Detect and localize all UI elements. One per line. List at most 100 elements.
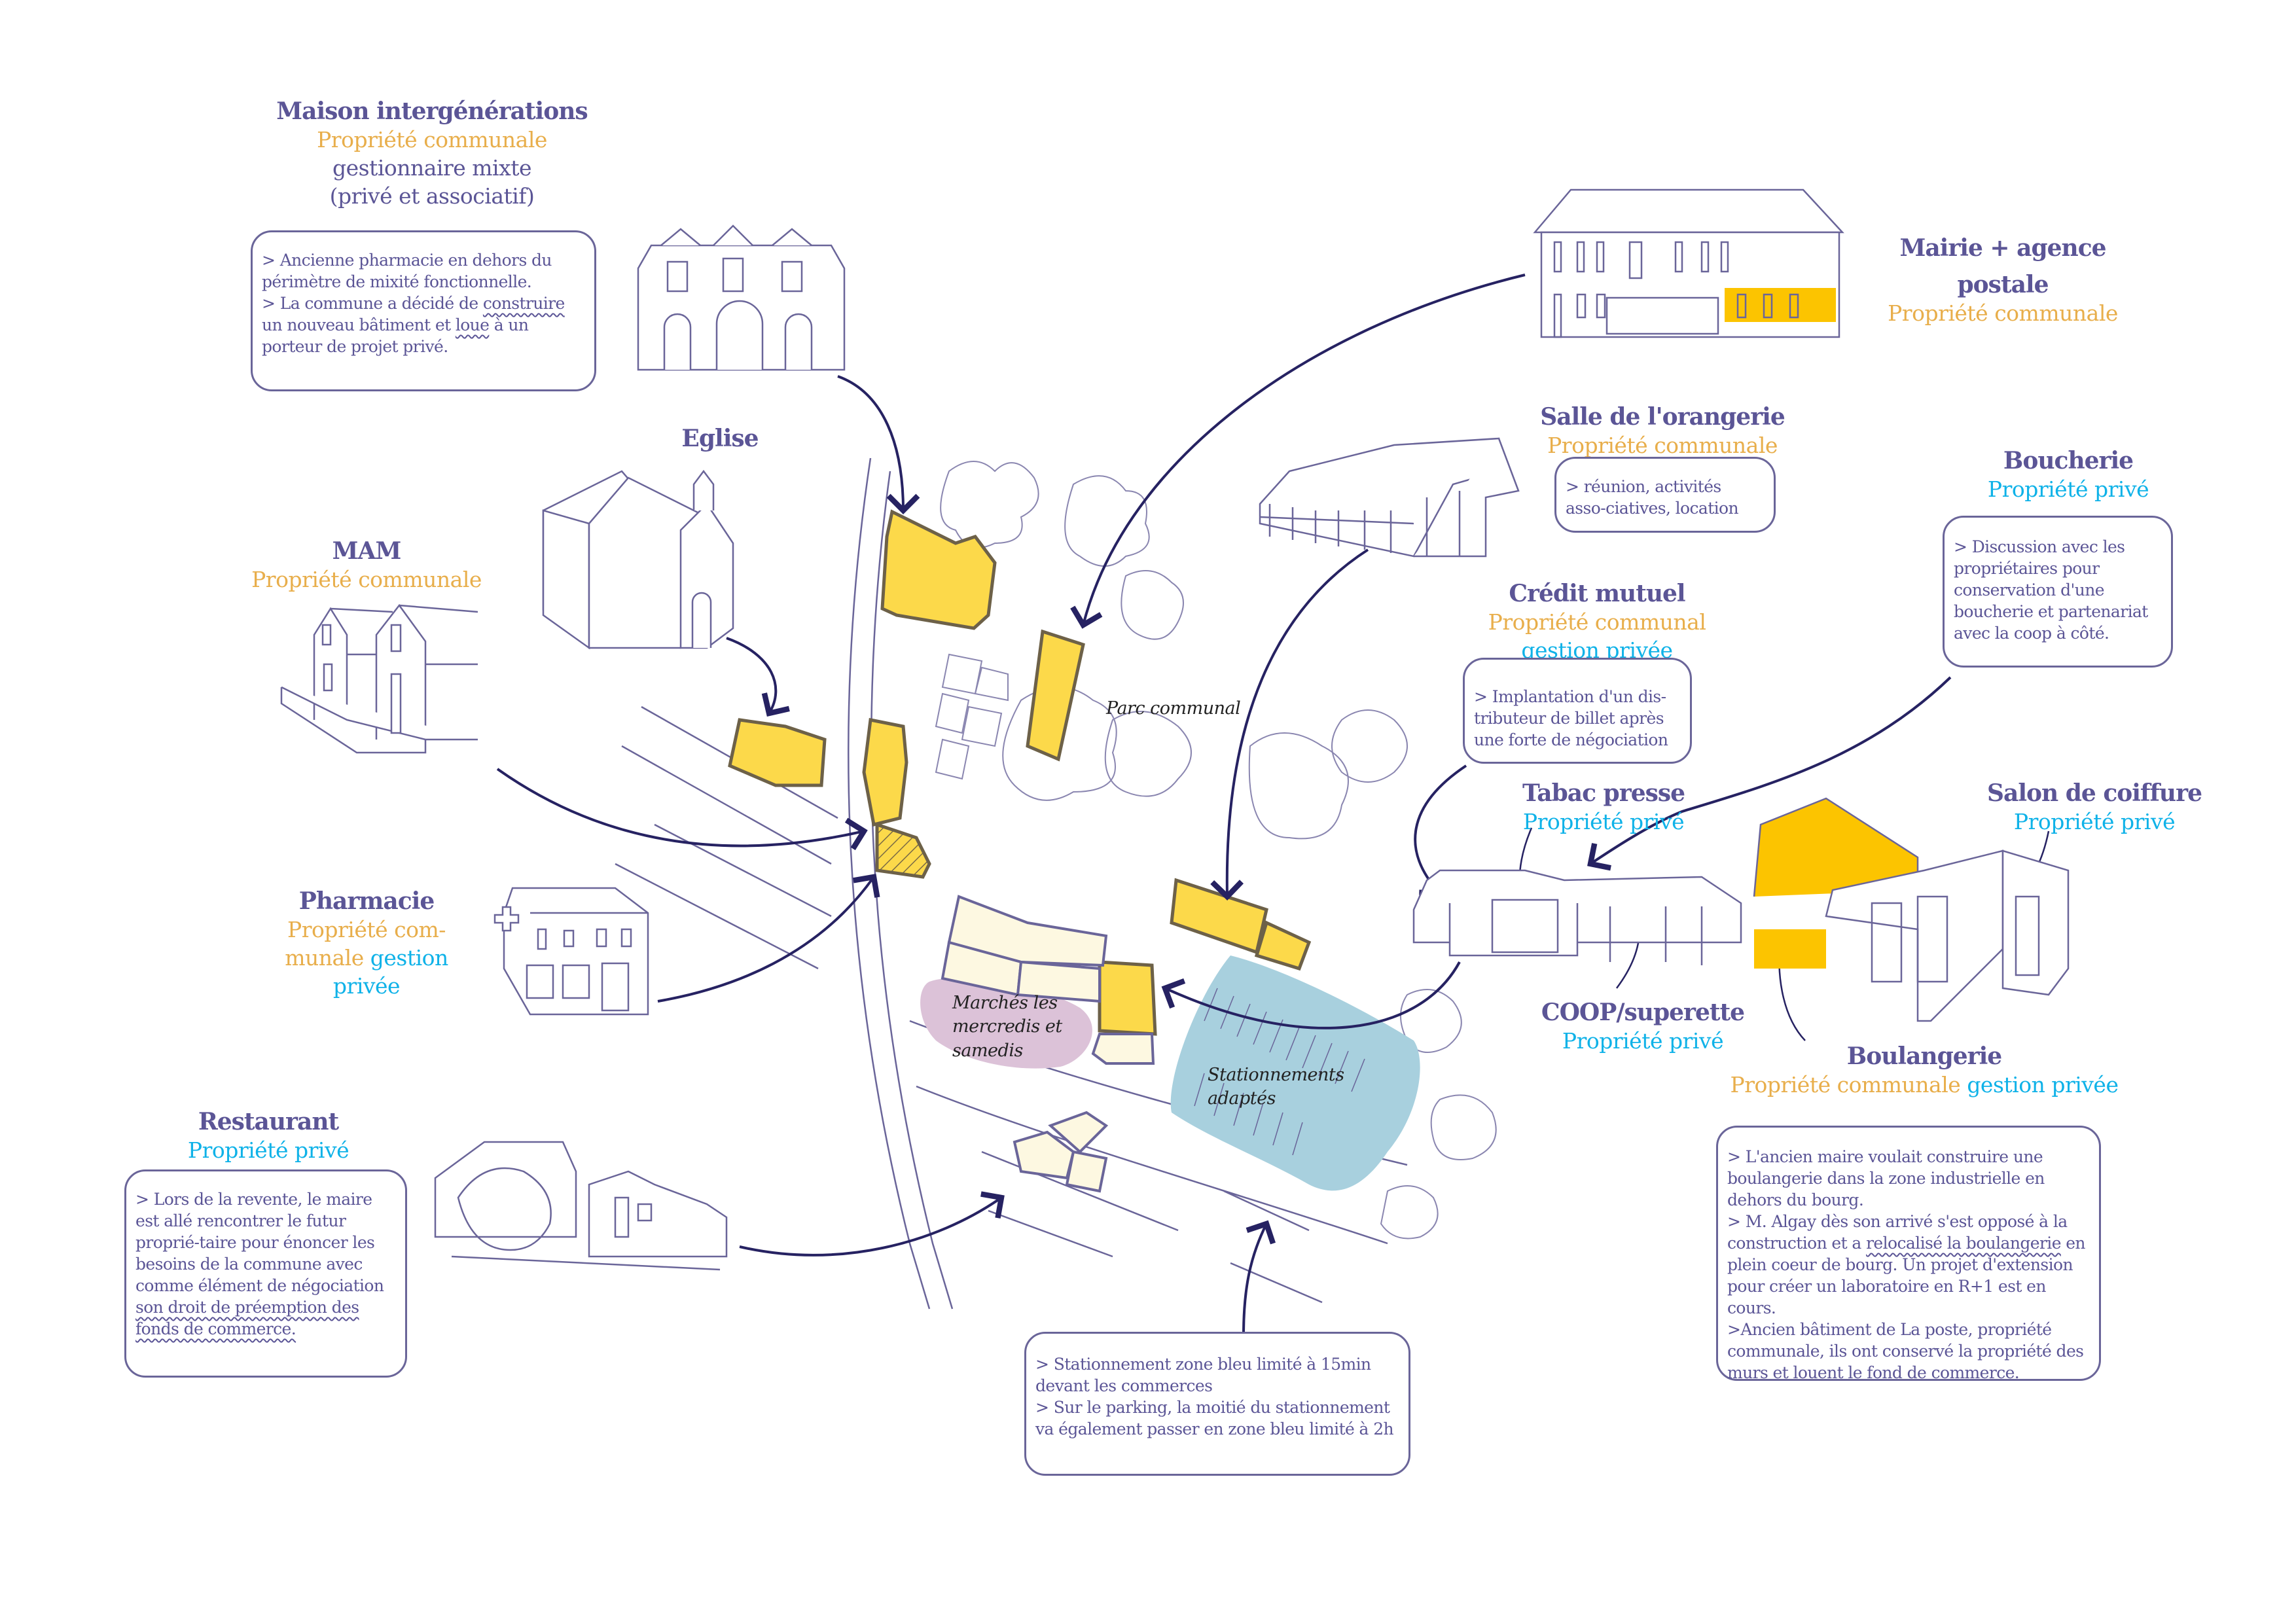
credit-title: Crédit mutuel [1509,580,1685,607]
map-label-parc: Parc communal [1106,698,1241,719]
coop-title: COOP/superette [1541,999,1745,1026]
salon-label: Salon de coiffure Propriété privé [1970,779,2219,836]
maison-sketch [637,224,846,371]
text-span: > La commune a décidé de [262,294,483,313]
tabac-label: Tabac presse Propriété privé [1479,779,1728,836]
restaurant-status: Propriété privé [187,1137,350,1163]
text-span: gestion privée [1967,1072,2119,1097]
text-span: un nouveau bâtiment et [262,315,456,334]
orangerie-label: Salle de l'orangerie Propriété communale [1518,402,1806,460]
arrow-mairie [1070,274,1526,629]
boulangerie-status: Propriété communale gestion privée [1702,1071,2147,1099]
text-span: gestion [370,944,449,971]
mairie-title-line1: Mairie + agence [1899,234,2106,262]
trees [940,461,1497,1240]
boulangerie-note-p2: > M. Algay dès son arrivé s'est opposé à… [1727,1211,2090,1319]
building-maison [880,509,997,630]
garden-plots [935,653,1009,780]
boucherie-note: > Discussion avec les propriétaires pour… [1943,516,2173,668]
communal-buildings [728,509,1312,1036]
maison-note: > Ancienne pharmacie en dehors du périmè… [251,230,596,391]
roads [615,457,1408,1310]
mam-title: MAM [332,537,402,565]
orangerie-note: > réunion, activités asso-ciatives, loca… [1554,457,1776,533]
text-span: munale [285,944,364,971]
market-zone [920,977,1092,1069]
commerces-sketch [1412,797,2070,1022]
pharmacie-title: Pharmacie [298,887,435,915]
salon-title: Salon de coiffure [1987,779,2202,807]
boucherie-label: Boucherie Propriété privé [1937,446,2199,504]
arrow-eglise [726,637,790,717]
tabac-title: Tabac presse [1522,779,1685,807]
map-label-stationnements: Stationnements adaptés [1208,1065,1344,1109]
maison-status-2: gestionnaire mixte [332,154,532,181]
boulangerie-note-p1: > L'ancien maire voulait construire une … [1727,1147,2045,1209]
private-buildings [941,895,1155,1193]
map-label-marches: Marchés les mercredis et samedis [952,993,1062,1061]
pharmacie-label: Pharmacie Propriété com- munale gestion … [262,887,471,1001]
pharmacie-status-line2: munale gestion [262,944,471,972]
orangerie-status: Propriété communale [1547,433,1778,458]
mairie-title-line2: postale [1957,271,2049,299]
coop-status: Propriété privé [1562,1028,1724,1054]
arrow-credit-tabac [1414,764,1467,897]
arrow-boucherie [1587,676,1952,871]
pharmacie-sketch [493,887,649,1016]
coop-label: COOP/superette Propriété privé [1505,998,1780,1056]
building-credit-annex [1254,920,1312,971]
orangerie-title: Salle de l'orangerie [1540,403,1785,431]
credit-label: Crédit mutuel Propriété communal gestion… [1466,579,1728,665]
building-mam [728,718,827,787]
mairie-status: Propriété communale [1888,300,2118,327]
maison-title: Maison intergénérations [276,98,588,125]
maison-note-line2: > La commune a décidé de construire un n… [262,293,585,357]
boulangerie-label: Boulangerie Propriété communale gestion … [1702,1042,2147,1099]
salon-status: Propriété privé [2013,809,2176,834]
text-span: > M. Algay dès son arrivé s'est opposé à… [1727,1212,2068,1253]
boucherie-title: Boucherie [2003,447,2134,474]
mam-sketch [280,603,478,754]
text-span: > Lors de la revente, le maire est allé … [135,1190,384,1295]
highlight-relocalise: relocalisé la boulangerie [1866,1234,2061,1253]
pharmacie-status-line1: Propriété com- [287,917,446,942]
building-credit [1170,878,1268,955]
arrow-coop-parking [1161,961,1461,1029]
highlight-construire: construire [482,294,565,313]
building-boulangerie-map [1098,960,1157,1036]
connector-arrows [496,274,1952,1336]
maison-status: Propriété communale [317,127,547,152]
mairie-sketch [1533,188,1844,338]
eglise-sketch [542,469,734,650]
arrow-stationnement [1242,1220,1276,1336]
restaurant-note-text: > Lors de la revente, le maire est allé … [135,1188,396,1340]
arrow-restaurant [739,1191,1005,1257]
text-span: à un porteur de projet privé. [262,315,529,356]
eglise-title: Eglise [681,425,759,452]
text-span: Propriété communale [1730,1072,1961,1097]
credit-note: > Implantation d'un dis-tributeur de bil… [1463,658,1692,764]
arrow-maison [837,375,920,514]
boulangerie-note: > L'ancien maire voulait construire une … [1716,1126,2101,1382]
restaurant-sketch [434,1141,728,1271]
highlight-droit-preemption: son droit de préemption des fonds de com… [135,1298,359,1338]
building-mairie [1026,629,1085,762]
maison-label: Maison intergénérations Propriété commun… [249,97,615,211]
stationnement-note: > Stationnement zone bleu limité à 15min… [1024,1332,1410,1476]
credit-status: Propriété communal [1488,609,1706,635]
mairie-label: Mairie + agence postale Propriété commun… [1865,226,2140,328]
parking-stalls [1194,988,1365,1156]
mam-status: Propriété communale [251,567,482,592]
stationnement-note-l2: > Sur le parking, la moitié du stationne… [1035,1398,1394,1438]
orangerie-sketch [1259,437,1520,558]
arrow-mam [496,768,868,851]
building-eglise-block [862,718,908,827]
arrow-pharmacie [657,874,880,1003]
arrow-orangerie [1210,548,1369,901]
stationnement-note-l1: > Stationnement zone bleu limité à 15min… [1035,1355,1371,1395]
boucherie-status: Propriété privé [1987,476,2149,502]
boulangerie-note-p3: >Ancien bâtiment de La poste, propriété … [1727,1320,2084,1382]
building-pharmacie [875,822,931,879]
maison-note-line1: > Ancienne pharmacie en dehors du périmè… [262,251,552,291]
